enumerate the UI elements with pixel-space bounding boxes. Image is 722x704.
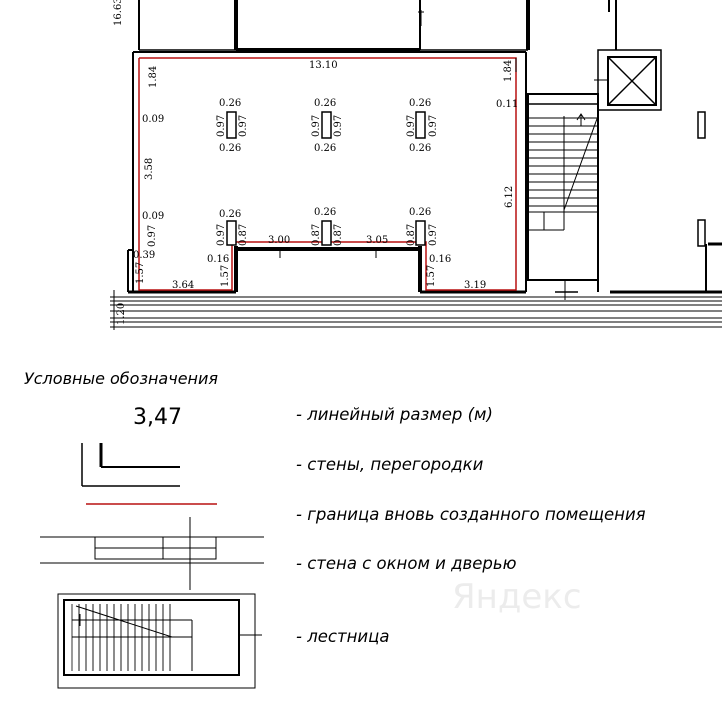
col-label-left: 0.97 — [216, 224, 227, 246]
legend-wall-icon — [81, 443, 180, 487]
street-lines — [110, 290, 722, 330]
col-label-bottom: 0.26 — [314, 143, 336, 154]
legend-sample-dimension: 3,47 — [133, 405, 182, 430]
dim-mid-span-2: 3.05 — [366, 235, 388, 246]
dim-left-top: 1.84 — [148, 66, 159, 88]
dim-right-g: 1.57 — [426, 265, 437, 287]
new-room-boundary — [138, 57, 517, 291]
col-label-top: 0.26 — [409, 207, 431, 218]
col-label-right: 0.97 — [428, 115, 439, 137]
col-label-top: 0.26 — [314, 98, 336, 109]
col-label-left: 0.97 — [216, 115, 227, 137]
col-label-right: 0.97 — [428, 224, 439, 246]
dim-left-b: 0.09 — [142, 211, 164, 222]
legend-item-staircase: - лестница — [296, 627, 389, 646]
dim-top-width: 13.10 — [309, 60, 338, 71]
dim-street: 1.20 — [116, 303, 127, 325]
elevator-shaft — [594, 49, 662, 111]
dim-left-f: 0.16 — [207, 254, 229, 265]
column — [415, 111, 426, 139]
dim-top-partial: 16.63 — [113, 0, 124, 26]
legend-title: Условные обозначения — [24, 369, 218, 388]
col-label-left: 0.87 — [406, 224, 417, 246]
col-label-top: 0.26 — [219, 98, 241, 109]
col-label-right: 0.87 — [238, 224, 249, 246]
column — [226, 220, 237, 246]
dim-bottom-right: 3.19 — [464, 280, 486, 291]
dim-right-height: 6.12 — [504, 186, 515, 208]
outer-walls — [127, 51, 527, 294]
legend: Условные обозначения 3,47 - линейный раз… — [24, 369, 646, 689]
col-label-right: 0.97 — [238, 115, 249, 137]
col-label-top: 0.26 — [409, 98, 431, 109]
col-label-bottom: 0.26 — [409, 143, 431, 154]
dim-right-top: 1.84 — [503, 60, 514, 82]
dim-mid-span-1: 3.00 — [268, 235, 290, 246]
col-label-left: 0.97 — [311, 115, 322, 137]
columns — [226, 111, 426, 246]
watermark: Яндекс — [452, 577, 582, 617]
dim-left-height: 3.58 — [144, 158, 155, 180]
dim-right-a: 0.11 — [496, 99, 518, 110]
dim-bottom-left: 3.64 — [172, 280, 194, 291]
col-label-left: 0.87 — [311, 224, 322, 246]
col-label-top: 0.26 — [314, 207, 336, 218]
legend-window-door-icon — [40, 517, 264, 590]
col-label-right: 0.87 — [333, 224, 344, 246]
legend-staircase-icon — [57, 593, 262, 689]
dimensions: 16.63 13.10 1.84 1.84 0.11 0.09 3.58 6.1… — [113, 0, 518, 325]
dim-left-d: 0.39 — [133, 250, 155, 261]
dim-left-c: 0.97 — [147, 225, 158, 247]
dim-left-g: 1.57 — [220, 265, 231, 287]
column — [321, 220, 332, 246]
col-label-bottom: 0.26 — [219, 143, 241, 154]
right-walls — [597, 110, 722, 294]
dim-right-f: 0.16 — [429, 254, 451, 265]
legend-item-walls: - стены, перегородки — [296, 455, 484, 474]
column — [226, 111, 237, 139]
staircase — [527, 93, 599, 300]
column — [321, 111, 332, 139]
col-label-top: 0.26 — [219, 209, 241, 220]
col-label-right: 0.97 — [333, 115, 344, 137]
dim-left-e: 1.57 — [135, 262, 146, 284]
legend-item-dimension: - линейный размер (м) — [296, 405, 493, 424]
dim-left-a: 0.09 — [142, 114, 164, 125]
legend-item-boundary: - граница вновь созданного помещения — [296, 505, 646, 524]
col-label-left: 0.97 — [406, 115, 417, 137]
legend-item-window-door: - стена с окном и дверью — [296, 554, 517, 573]
upper-walls — [138, 0, 617, 52]
column — [415, 220, 426, 246]
